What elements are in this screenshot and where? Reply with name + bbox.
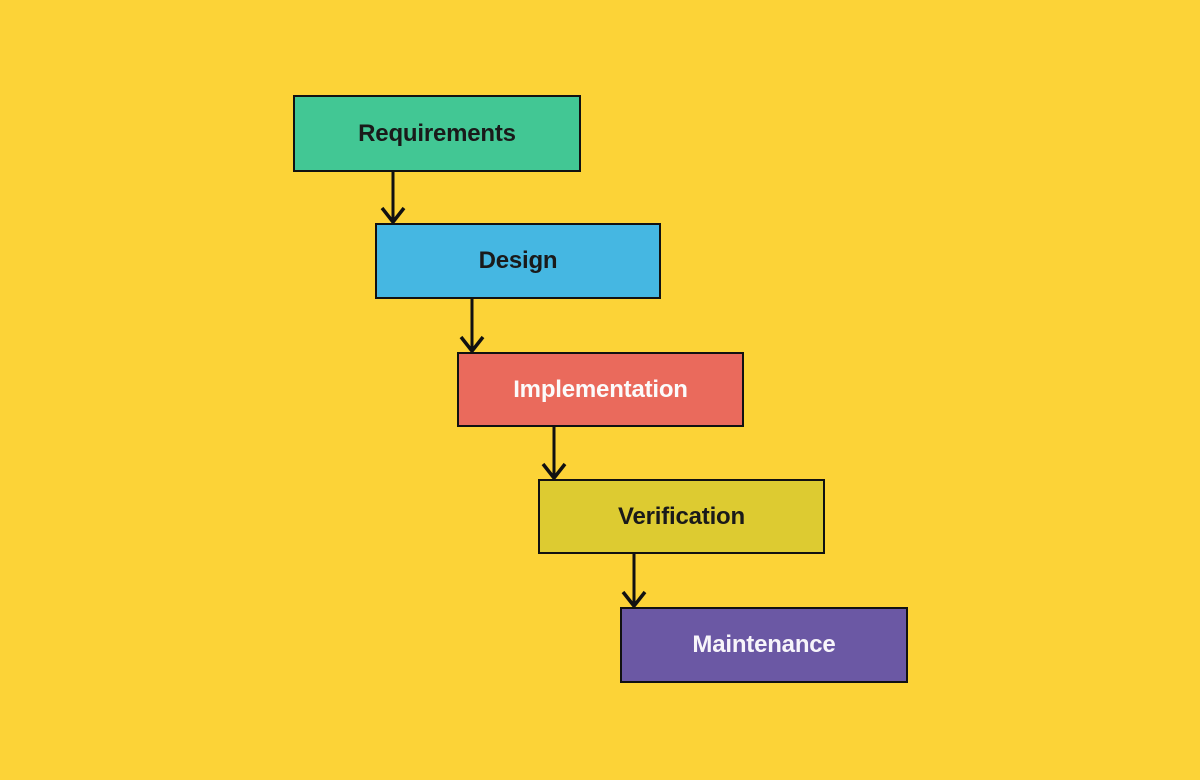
arrow-verification-to-maintenance [621,554,647,609]
arrow-requirements-to-design [380,172,406,225]
stage-box-design: Design [375,223,661,299]
stage-box-requirements: Requirements [293,95,581,172]
stage-label-requirements: Requirements [358,119,516,147]
stage-label-design: Design [478,247,558,274]
arrow-implementation-to-verification [541,427,567,481]
stage-label-verification: Verification [618,502,745,530]
stage-box-maintenance: Maintenance [620,607,908,683]
stage-label-maintenance: Maintenance [692,631,836,658]
arrow-design-to-implementation [459,299,485,354]
stage-label-implementation: Implementation [513,375,688,403]
stage-box-implementation: Implementation [457,352,744,427]
stage-box-verification: Verification [538,479,825,554]
